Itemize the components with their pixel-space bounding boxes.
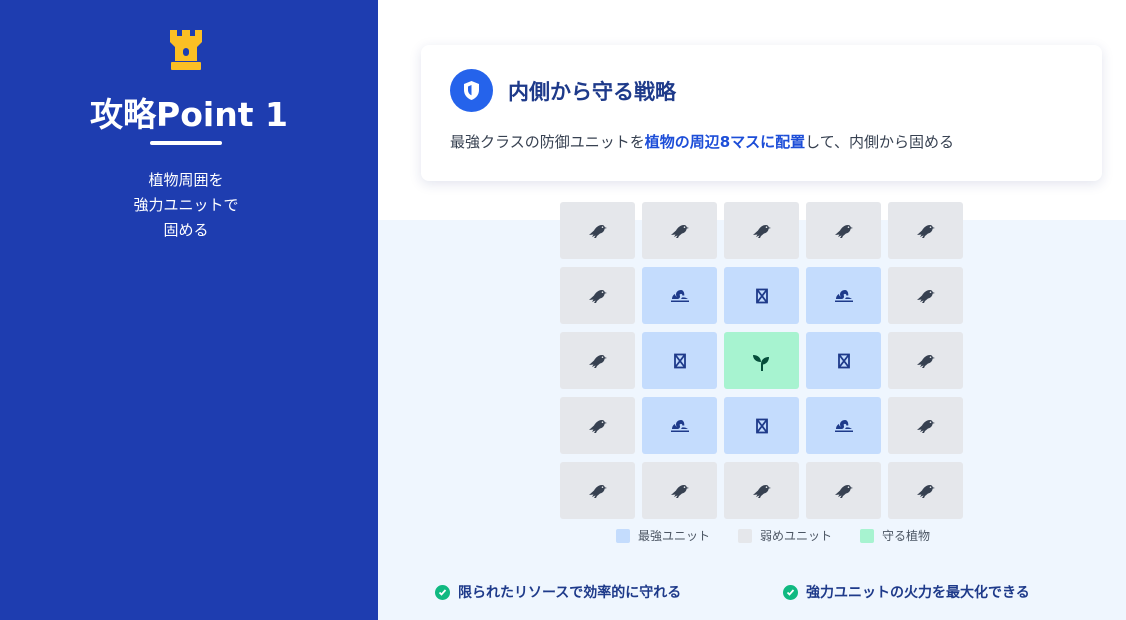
wave-icon [834, 289, 853, 302]
grid-cell-weak [642, 202, 717, 259]
grid-legend: 最強ユニット 弱めユニット 守る植物 [616, 527, 958, 544]
crow-icon [834, 484, 853, 498]
grid-cell-strong [806, 397, 881, 454]
crow-icon [670, 484, 689, 498]
sprout-icon [752, 354, 769, 371]
card-title: 内側から守る戦略 [508, 80, 676, 104]
crow-icon [588, 289, 607, 303]
legend-swatch-plant [860, 528, 875, 543]
legend-plant: 守る植物 [860, 527, 930, 544]
shield-icon [464, 81, 479, 100]
subtitle-line: 強力ユニットで [133, 196, 239, 214]
crow-icon [588, 224, 607, 238]
benefit-text: 限られたリソースで効率的に守れる [458, 585, 682, 601]
grid-cell-weak [560, 462, 635, 519]
wave-icon [670, 419, 689, 432]
grid-cell-strong [642, 267, 717, 324]
benefit-point: 限られたリソースで効率的に守れる [435, 582, 681, 602]
crow-icon [834, 224, 853, 238]
legend-weak: 弱めユニット [738, 527, 832, 544]
grid-cell-weak [724, 462, 799, 519]
grid-cell-strong [642, 397, 717, 454]
description-highlight: 植物の周辺8マスに配置 [644, 133, 806, 151]
crow-icon [916, 419, 935, 433]
grid-cell-strong [642, 332, 717, 389]
subtitle-line: 植物周囲を [148, 171, 224, 189]
crow-icon [670, 224, 689, 238]
strategy-point-title: 攻略Point 1 [90, 95, 288, 134]
grid-cell-weak [642, 462, 717, 519]
crow-icon [916, 289, 935, 303]
legend-label: 守る植物 [882, 529, 931, 543]
sidebar: 攻略Point 1 植物周囲を 強力ユニットで 固める [0, 0, 378, 620]
crow-icon [916, 484, 935, 498]
grid-cell-strong [806, 267, 881, 324]
block-icon [837, 353, 850, 368]
crow-icon [588, 484, 607, 498]
strategy-point-subtitle: 植物周囲を 強力ユニットで 固める [0, 168, 372, 243]
check-icon [783, 584, 798, 600]
grid-cell-strong [724, 397, 799, 454]
main-content: 内側から守る戦略 最強クラスの防御ユニットを植物の周辺8マスに配置して、内側から… [378, 0, 1126, 620]
grid-cell-strong [724, 267, 799, 324]
legend-label: 弱めユニット [760, 529, 833, 543]
crow-icon [916, 224, 935, 238]
strategy-card: 内側から守る戦略 最強クラスの防御ユニットを植物の周辺8マスに配置して、内側から… [421, 45, 1102, 181]
description-text: 最強クラスの防御ユニットを [450, 133, 645, 151]
grid-cell-weak [560, 332, 635, 389]
legend-strong: 最強ユニット [616, 527, 710, 544]
crow-icon [916, 354, 935, 368]
wave-icon [834, 419, 853, 432]
grid-cell-weak [560, 397, 635, 454]
grid-cell-plant [724, 332, 799, 389]
grid-cell-weak [806, 202, 881, 259]
legend-label: 最強ユニット [638, 529, 711, 543]
shield-badge [450, 69, 493, 112]
card-description: 最強クラスの防御ユニットを植物の周辺8マスに配置して、内側から固める [450, 131, 954, 152]
block-icon [755, 418, 768, 433]
grid-cell-strong [806, 332, 881, 389]
crow-icon [588, 419, 607, 433]
grid-cell-weak [806, 462, 881, 519]
legend-swatch-strong [616, 528, 630, 543]
grid-cell-weak [560, 202, 635, 259]
grid-cell-weak [724, 202, 799, 259]
title-underline [150, 141, 222, 145]
legend-swatch-weak [738, 528, 753, 543]
description-text: して、内側から固める [805, 133, 954, 151]
grid-cell-weak [560, 267, 635, 324]
grid-cell-weak [888, 267, 963, 324]
benefit-point: 強力ユニットの火力を最大化できる [783, 582, 1030, 602]
tower-icon [170, 30, 202, 70]
grid-cell-weak [888, 397, 963, 454]
unit-grid [560, 202, 963, 519]
benefit-text: 強力ユニットの火力を最大化できる [806, 585, 1030, 601]
grid-cell-weak [888, 332, 963, 389]
crow-icon [752, 484, 771, 498]
block-icon [755, 288, 768, 303]
crow-icon [752, 224, 771, 238]
check-icon [435, 584, 450, 600]
grid-cell-weak [888, 202, 963, 259]
block-icon [673, 353, 686, 368]
grid-cell-weak [888, 462, 963, 519]
crow-icon [588, 354, 607, 368]
subtitle-line: 固める [163, 221, 209, 239]
wave-icon [670, 289, 689, 302]
